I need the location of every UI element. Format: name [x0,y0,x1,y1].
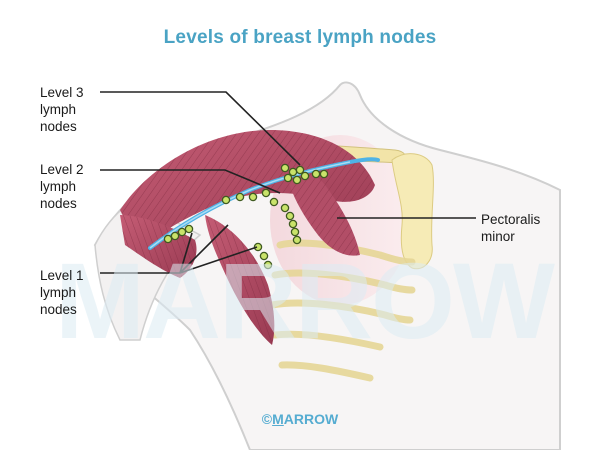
level-3-nodes [280,163,329,185]
level-1-nodes [163,224,273,270]
footer-brand: ©MARROW [0,411,600,427]
watermark: MARROW [55,240,555,361]
copyright-icon: © [261,411,273,427]
label-level-2: Level 2 lymph nodes [40,162,84,211]
label-level-3: Level 3 lymph nodes [40,85,84,134]
level-2-nodes [221,188,302,245]
label-level-1: Level 1 lymph nodes [40,268,84,317]
diagram-title: Levels of breast lymph nodes [163,27,437,48]
brand-rest: ARROW [283,411,339,427]
label-pectoralis-minor: Pectoralis minor [481,212,541,244]
brand-initial: M [272,411,284,427]
leader-lines [100,91,476,274]
